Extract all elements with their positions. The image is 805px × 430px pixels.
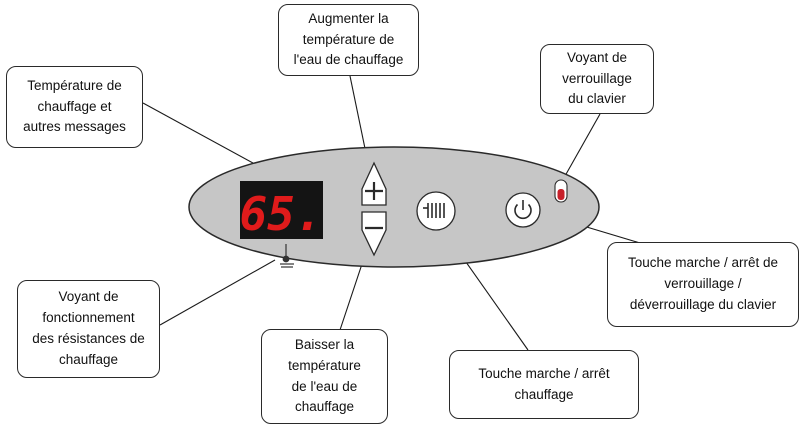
callout-power-lock-button: Touche marche / arrêt de verrouillage / … bbox=[607, 242, 799, 327]
radiator-icon bbox=[423, 203, 445, 218]
callout-decrease-temperature: Baisser la température de l'eau de chauf… bbox=[261, 329, 388, 424]
temperature-display-value: 65. bbox=[239, 187, 322, 241]
power-icon bbox=[514, 200, 532, 220]
heating-on-off-button[interactable] bbox=[416, 191, 456, 231]
thermometer-icon bbox=[280, 244, 294, 268]
callout-minus-text: Baisser la température de l'eau de chauf… bbox=[288, 336, 361, 415]
callout-power-text: Touche marche / arrêt de verrouillage / … bbox=[627, 255, 779, 312]
callout-heating-button: Touche marche / arrêt chauffage bbox=[449, 350, 639, 419]
power-keypad-lock-button[interactable] bbox=[505, 192, 541, 228]
increase-temperature-button[interactable] bbox=[361, 161, 387, 206]
callout-increase-temperature: Augmenter la température de l'eau de cha… bbox=[278, 4, 419, 76]
callout-keypad-lock-led: Voyant de verrouillage du clavier bbox=[540, 44, 654, 114]
leader-line-display bbox=[142, 102, 263, 169]
callout-lock-text: Voyant de verrouillage du clavier bbox=[562, 49, 632, 107]
leader-line-resistance bbox=[159, 259, 276, 326]
temperature-display bbox=[240, 181, 323, 239]
decrease-temperature-button[interactable] bbox=[361, 211, 387, 257]
callout-heat-text: Touche marche / arrêt chauffage bbox=[478, 365, 610, 402]
callout-resistance-indicator: Voyant de fonctionnement des résistances… bbox=[17, 280, 160, 378]
lock-led-icon bbox=[554, 179, 568, 203]
callout-resistance-text: Voyant de fonctionnement des résistances… bbox=[32, 289, 145, 367]
callout-display-temperature: Température de chauffage et autres messa… bbox=[6, 66, 143, 148]
leader-line-lock bbox=[564, 113, 601, 177]
plus-icon bbox=[365, 182, 383, 200]
callout-plus-text: Augmenter la température de l'eau de cha… bbox=[293, 10, 404, 68]
callout-display-text: Température de chauffage et autres messa… bbox=[23, 77, 126, 135]
